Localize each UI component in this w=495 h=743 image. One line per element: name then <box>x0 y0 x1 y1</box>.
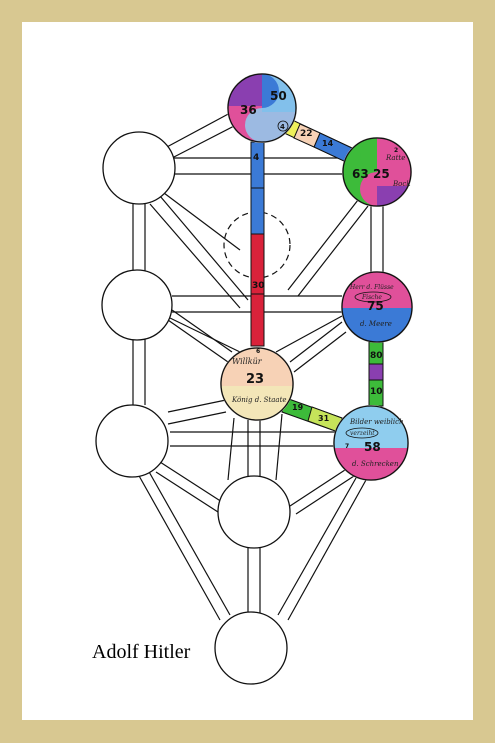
path-label-10: 10 <box>370 387 383 397</box>
sephira-chesed: Herr d. Flüsse Fische 75 d. Meere <box>341 271 413 343</box>
path-label-31: 31 <box>318 414 330 423</box>
path-label-80: 80 <box>370 351 383 361</box>
chokmah-right-number: 25 <box>373 167 390 181</box>
netzach-note-top: Bilder weiblich <box>349 418 404 426</box>
path-tiphareth-netzach: 19 31 <box>281 397 343 433</box>
kether-left-number: 36 <box>240 103 257 117</box>
tiphareth-note-bottom: König d. Staate <box>231 396 287 404</box>
caption: Adolf Hitler <box>92 641 191 663</box>
netzach-small-number: 7 <box>345 443 349 450</box>
netzach-note-mid: verzeiht <box>350 430 375 437</box>
chokmah-note-right: Bock <box>392 180 411 188</box>
chesed-number: 75 <box>367 299 384 313</box>
tiphareth-note-top: Willkür <box>232 357 263 366</box>
path-label-4: 4 <box>253 153 259 163</box>
path-label-19: 19 <box>292 403 304 412</box>
path-label-30: 30 <box>252 281 265 291</box>
sephira-chokmah: 63 25 Ratte Bock 2 <box>342 137 412 207</box>
sephira-gevurah <box>101 269 173 341</box>
path-chesed-netzach: 80 10 <box>368 341 384 407</box>
tiphareth-small-number: 6 <box>256 348 260 355</box>
sephira-yesod <box>217 475 291 549</box>
netzach-note-bottom: d. Schrecken <box>352 460 399 468</box>
sephira-binah <box>102 131 176 205</box>
sephira-netzach: Bilder weiblich verzeiht 58 d. Schrecken… <box>333 405 409 481</box>
tiphareth-number: 23 <box>246 372 264 387</box>
path-kether-chokmah: 22 14 <box>281 117 353 163</box>
path-label-14: 14 <box>322 139 334 148</box>
chesed-note-mid: Fische <box>361 294 382 301</box>
chesed-note-top: Herr d. Flüsse <box>349 284 394 291</box>
kether-small-number: 4 <box>280 123 285 131</box>
chokmah-small-number: 2 <box>394 147 398 154</box>
sephira-kether: 36 50 4 <box>227 73 297 143</box>
sephira-malkuth <box>214 611 288 685</box>
kether-right-number: 50 <box>270 89 287 103</box>
sephira-tiphareth: Willkür 23 König d. Staate 6 <box>220 347 294 421</box>
netzach-number: 58 <box>364 440 381 454</box>
path-label-22: 22 <box>300 129 313 139</box>
chesed-note-bottom: d. Meere <box>360 320 392 328</box>
chokmah-note-top: Ratte <box>385 154 405 162</box>
chokmah-left-number: 63 <box>352 167 369 181</box>
path-kether-tiphareth: 4 30 <box>250 141 265 347</box>
white-sephiroth <box>95 131 291 685</box>
sephira-hod <box>95 404 169 478</box>
